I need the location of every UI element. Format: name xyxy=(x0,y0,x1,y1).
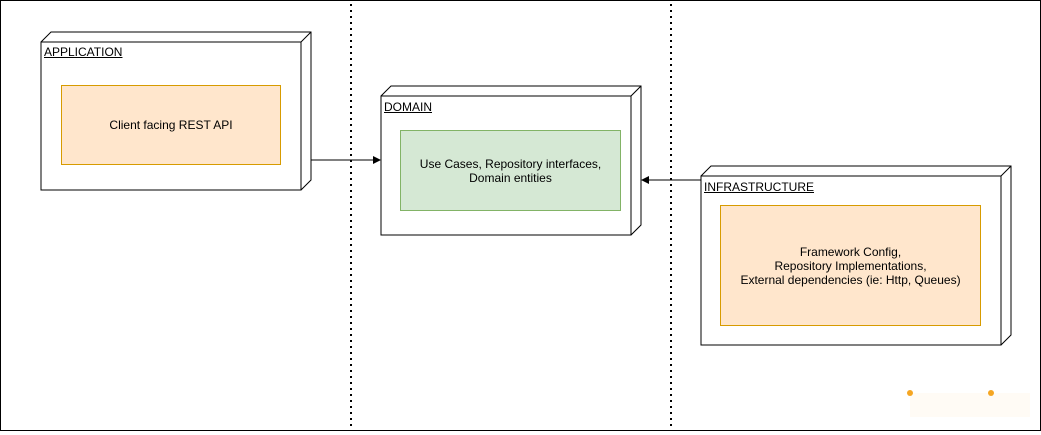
application-content-text: Client facing REST API xyxy=(109,118,233,132)
infrastructure-content-text: Framework Config, Repository Implementat… xyxy=(740,244,961,287)
application-content-box[interactable]: Client facing REST API xyxy=(61,85,281,165)
handle-dot-left[interactable] xyxy=(907,390,913,396)
domain-title: DOMAIN xyxy=(384,100,432,114)
domain-content-text: Use Cases, Repository interfaces, Domain… xyxy=(419,156,602,185)
infrastructure-title: INFRASTRUCTURE xyxy=(704,180,814,194)
handle-dot-right[interactable] xyxy=(988,390,994,396)
infrastructure-content-box[interactable]: Framework Config, Repository Implementat… xyxy=(720,205,981,326)
domain-content-box[interactable]: Use Cases, Repository interfaces, Domain… xyxy=(400,130,621,211)
application-title: APPLICATION xyxy=(44,45,123,59)
selection-handles[interactable] xyxy=(907,390,1030,417)
